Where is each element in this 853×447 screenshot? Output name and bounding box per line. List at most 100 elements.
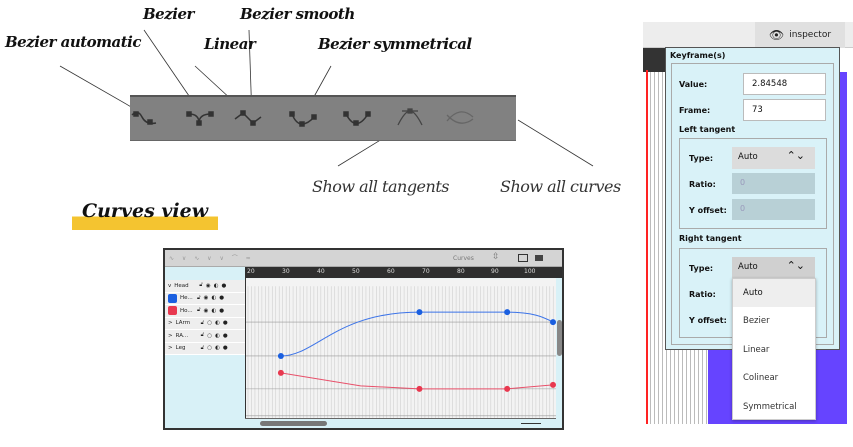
dot-icon[interactable]: ● xyxy=(222,345,228,352)
eye-icon[interactable]: ○ xyxy=(207,332,212,339)
dot-icon[interactable]: ● xyxy=(221,282,227,289)
track-rarm[interactable]: >RA... 🔓︎○◐● xyxy=(165,330,245,343)
eye-icon[interactable]: ◉ xyxy=(203,307,209,314)
frame-ruler[interactable]: 20 30 40 50 60 70 80 90 100 xyxy=(245,267,562,278)
horizontal-scrollbar-area xyxy=(245,418,556,428)
label-bezier-smooth: Bezier smooth xyxy=(240,5,355,23)
lock-icon[interactable]: 🔓︎ xyxy=(200,319,205,326)
color-swatch[interactable] xyxy=(168,306,177,316)
dot-icon[interactable]: ● xyxy=(219,295,225,302)
inspector-header: 👁︎inspector xyxy=(643,22,853,48)
right-tangent-title: Right tangent xyxy=(679,234,742,243)
ruler-tick: 90 xyxy=(491,268,499,275)
dot-icon[interactable]: ● xyxy=(222,332,228,339)
label-bezier-automatic: Bezier automatic xyxy=(5,33,142,51)
sound-icon[interactable]: ◐ xyxy=(211,295,217,302)
expander-icon[interactable]: > xyxy=(168,345,173,352)
curve-type-icons[interactable]: ∿ ∨ ∿ ∨ ∨ ⌒ ≈ xyxy=(169,255,254,262)
option-auto[interactable]: Auto xyxy=(733,279,815,308)
dot-icon[interactable]: ● xyxy=(222,320,228,327)
curve-blue xyxy=(280,311,554,357)
vertical-scrollbar[interactable] xyxy=(557,320,562,356)
option-symmetrical[interactable]: Symmetrical xyxy=(743,401,797,412)
eye-icon[interactable]: ◉ xyxy=(205,282,211,289)
dot-icon[interactable]: ● xyxy=(219,307,225,314)
sound-icon[interactable]: ◐ xyxy=(213,282,219,289)
track-name: Head xyxy=(174,282,189,289)
show-all-tangents-icon[interactable] xyxy=(395,107,425,129)
option-linear[interactable]: Linear xyxy=(743,344,770,355)
track-name: RA... xyxy=(175,332,189,339)
ruler-tick: 60 xyxy=(387,268,395,275)
window-icon[interactable] xyxy=(518,254,528,262)
inspector-tab[interactable]: 👁︎inspector xyxy=(755,22,845,48)
ruler-tick: 70 xyxy=(422,268,430,275)
expander-icon[interactable]: > xyxy=(168,332,173,339)
left-tangent-title: Left tangent xyxy=(679,125,736,134)
keyframe-point xyxy=(277,369,284,376)
option-bezier[interactable]: Bezier xyxy=(743,316,770,327)
keyframe-point xyxy=(277,352,284,359)
option-colinear[interactable]: Colinear xyxy=(743,373,779,384)
inspector-tab-label: inspector xyxy=(789,30,832,40)
left-type-select[interactable]: Auto⌃⌄ xyxy=(732,147,815,169)
right-yoffset-label: Y offset: xyxy=(689,316,727,325)
frame-field[interactable]: 73 xyxy=(743,99,826,121)
lock-icon[interactable]: 🔓︎ xyxy=(197,294,201,301)
eye-icon[interactable]: ◉ xyxy=(203,295,209,302)
track-curve-blue[interactable]: He... 🔓︎◉◐● xyxy=(165,292,245,305)
color-swatch[interactable] xyxy=(168,293,177,303)
bezier-symmetrical-icon[interactable] xyxy=(342,107,372,129)
zoom-slider[interactable] xyxy=(521,423,541,424)
label-show-all-tangents: Show all tangents xyxy=(312,177,449,196)
horizontal-scrollbar[interactable] xyxy=(260,421,327,426)
ruler-tick: 30 xyxy=(282,268,290,275)
lock-icon[interactable]: 🔓︎ xyxy=(200,344,205,351)
lock-icon[interactable]: 🔓︎ xyxy=(200,332,205,339)
track-larm[interactable]: >LArm 🔓︎○◐● xyxy=(165,317,245,330)
sound-icon[interactable]: ◐ xyxy=(215,332,220,339)
left-tangent-group xyxy=(679,138,827,229)
lock-icon[interactable]: 🔓︎ xyxy=(197,307,201,314)
left-ratio-field: 0 xyxy=(732,173,815,194)
curve-toolbar xyxy=(130,95,516,141)
right-type-select[interactable]: Auto⌃⌄ xyxy=(732,257,815,279)
bezier-icon[interactable] xyxy=(185,107,215,129)
eye-icon[interactable]: ○ xyxy=(207,320,212,327)
eye-icon[interactable]: ○ xyxy=(207,345,212,352)
sound-icon[interactable]: ◐ xyxy=(215,345,220,352)
label-bezier-symmetrical: Bezier symmetrical xyxy=(318,35,472,53)
track-curve-red[interactable]: Ho...🔓︎◉◐● xyxy=(165,305,245,318)
track-name: Leg xyxy=(175,345,186,352)
track-name: He... xyxy=(180,295,193,302)
panel-icon[interactable] xyxy=(535,255,543,261)
track-leg[interactable]: >Leg 🔓︎○◐● xyxy=(165,342,245,355)
bezier-automatic-icon[interactable] xyxy=(130,107,160,129)
label-bezier: Bezier xyxy=(143,5,194,23)
bezier-smooth-icon[interactable] xyxy=(288,107,318,129)
left-ratio-label: Ratio: xyxy=(689,180,716,189)
value-field[interactable]: 2.84548 xyxy=(743,73,826,95)
section-title: Curves view xyxy=(72,200,219,230)
select-arrows-icon: ⌃⌄ xyxy=(786,259,805,272)
expander-icon[interactable]: v xyxy=(168,282,172,289)
show-all-curves-icon[interactable] xyxy=(445,107,475,129)
sound-icon[interactable]: ◐ xyxy=(211,307,217,314)
keyframe-point xyxy=(550,381,556,388)
label-linear: Linear xyxy=(204,35,256,53)
curve-graph[interactable] xyxy=(245,278,556,421)
mode-select-arrows-icon[interactable]: ⇳ xyxy=(492,252,500,262)
ruler-tick: 50 xyxy=(352,268,360,275)
sound-icon[interactable]: ◐ xyxy=(215,320,220,327)
track-name: LArm xyxy=(175,320,191,327)
mode-select[interactable]: Curves xyxy=(453,255,474,262)
tangent-type-dropdown: Auto Bezier Linear Colinear Symmetrical xyxy=(732,278,816,420)
linear-icon[interactable] xyxy=(233,107,263,129)
keyframe-point xyxy=(550,319,556,326)
lock-icon[interactable]: 🔓︎ xyxy=(199,282,203,289)
expander-icon[interactable]: > xyxy=(168,320,173,327)
ruler-tick: 20 xyxy=(247,268,255,275)
select-arrows-icon: ⌃⌄ xyxy=(786,149,805,162)
